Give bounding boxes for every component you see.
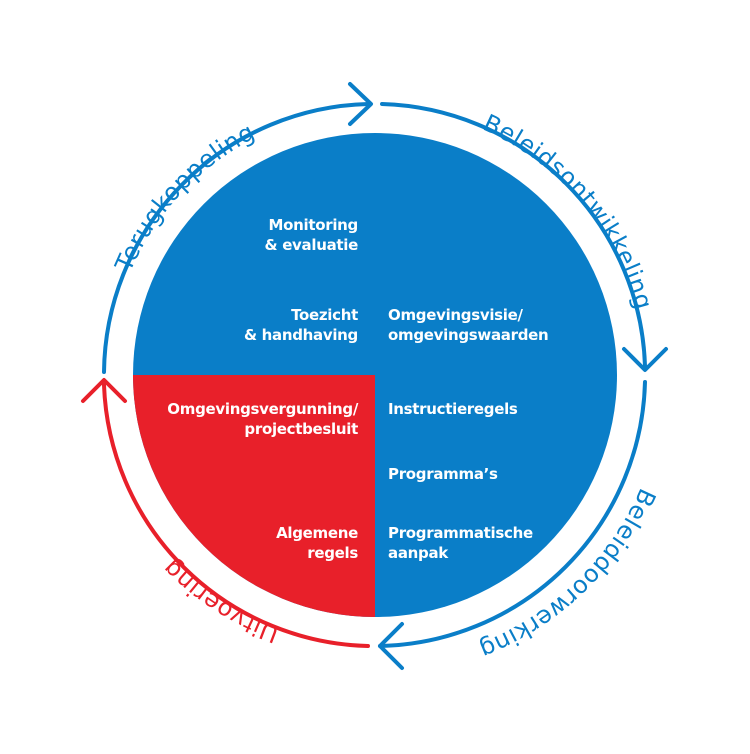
label-omgevingsvisie-omgevingswaarden: Omgevingsvisie/ omgevingswaarden <box>388 305 549 345</box>
label-line: projectbesluit <box>244 420 358 438</box>
label-line: regels <box>307 544 358 562</box>
arrowhead-left-icon <box>81 378 127 403</box>
arc-beleidsontwikkeling <box>380 102 647 368</box>
arc-beleidsdoorwerking <box>378 380 647 648</box>
label-line: & handhaving <box>243 326 358 344</box>
label-line: Omgevingsvisie/ <box>388 306 523 324</box>
label-line: Algemene <box>276 524 358 542</box>
arrowhead-right-icon <box>622 347 668 372</box>
label-programmas: Programma’s <box>388 464 498 484</box>
label-line: aanpak <box>388 544 448 562</box>
label-programmatische-aanpak: Programmatische aanpak <box>388 523 533 563</box>
label-line: & evaluatie <box>264 236 358 254</box>
disc-red-quadrant <box>133 375 375 617</box>
label-line: Programmatische <box>388 524 533 542</box>
label-line: Monitoring <box>268 216 359 234</box>
label-line: Instructieregels <box>388 400 518 418</box>
arrowhead-top-icon <box>348 82 373 126</box>
arrowhead-bottom-icon <box>378 622 404 670</box>
label-line: omgevingswaarden <box>388 326 549 344</box>
arc-terugkoppeling <box>102 102 370 374</box>
label-line: Omgevingsvergunning/ <box>167 400 358 418</box>
arc-uitvoering <box>102 383 370 648</box>
label-line: Toezicht <box>291 306 358 324</box>
label-omgevingsvergunning-projectbesluit: Omgevingsvergunning/ projectbesluit <box>167 399 358 439</box>
label-instructieregels: Instructieregels <box>388 399 518 419</box>
label-algemene-regels: Algemene regels <box>276 523 358 563</box>
label-toezicht-handhaving: Toezicht & handhaving <box>244 305 358 345</box>
label-monitoring-evaluatie: Monitoring & evaluatie <box>264 215 358 255</box>
label-line: Programma’s <box>388 465 498 483</box>
